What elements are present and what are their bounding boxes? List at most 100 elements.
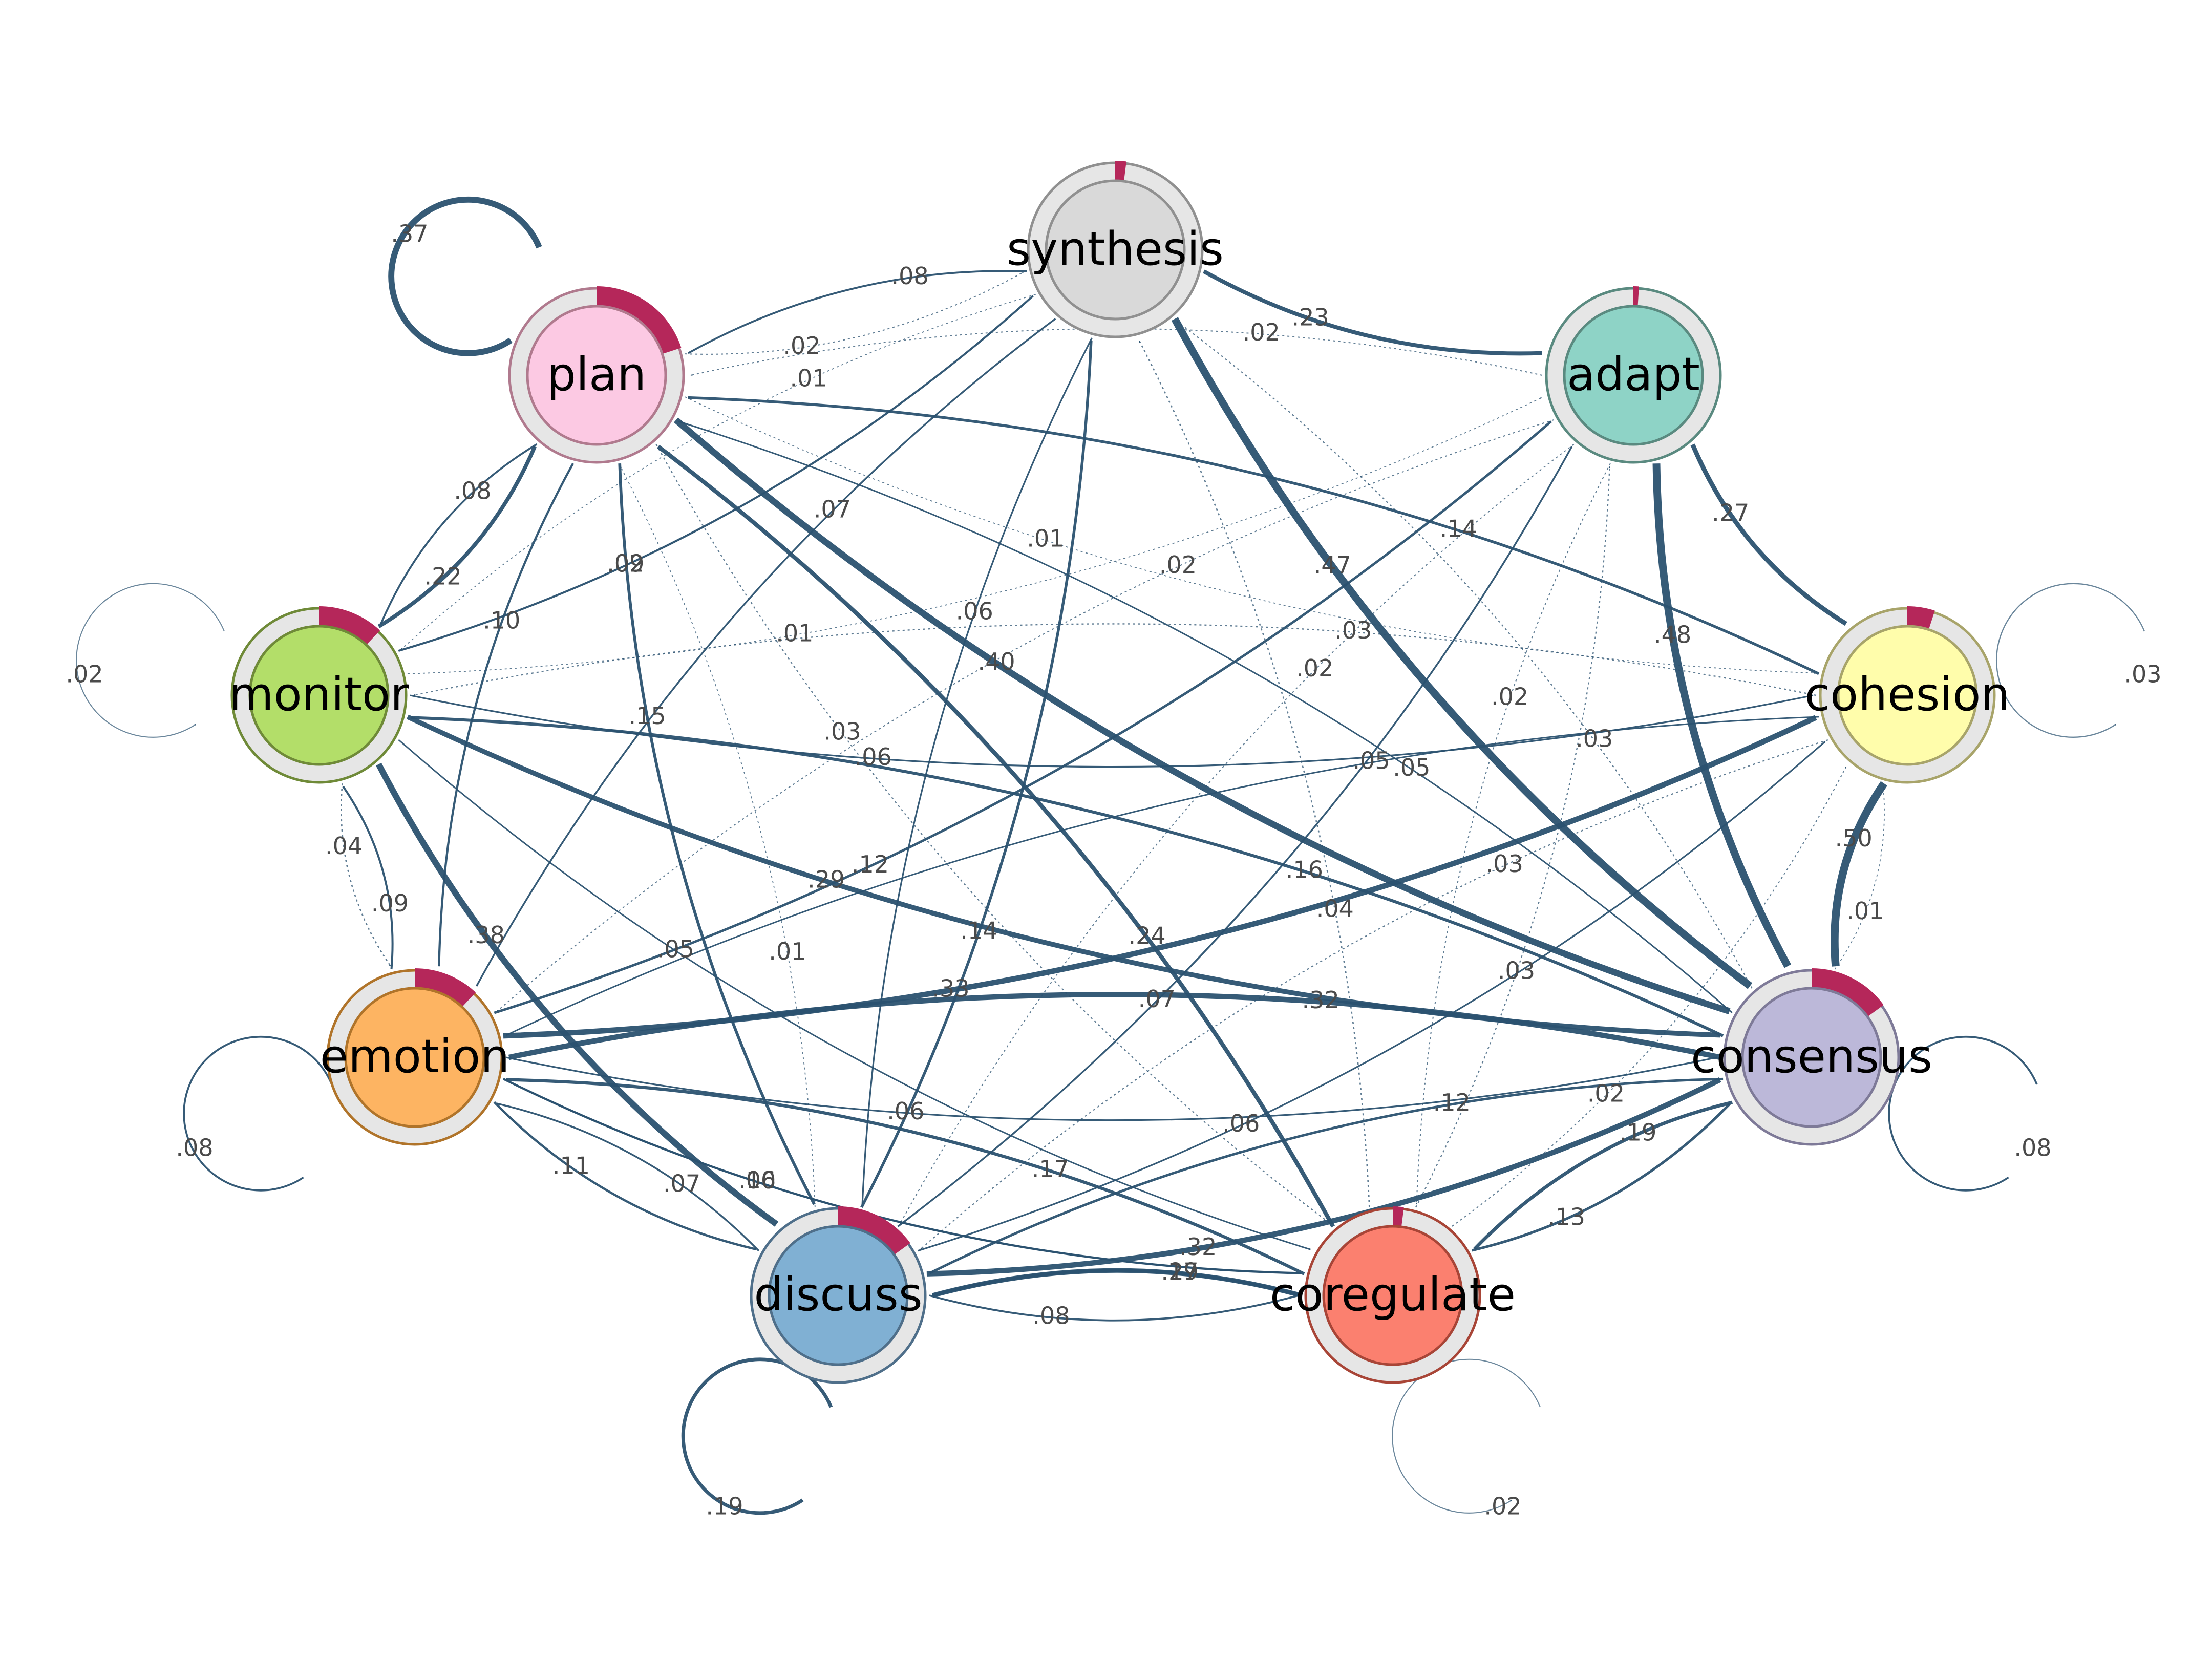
edge-label-monitor-to-synthesis: .09 [607, 550, 644, 578]
edge-label-plan-to-synthesis: .02 [783, 332, 820, 359]
edge-coregulate-to-emotion [506, 1078, 1305, 1275]
edge-label-emotion-to-consensus: .06 [887, 1097, 924, 1125]
node-consensus[interactable]: consensus [1691, 968, 1932, 1146]
edge-label-consensus-to-synthesis: .03 [1576, 725, 1613, 753]
node-emotion[interactable]: emotion [320, 968, 510, 1146]
node-discuss[interactable]: discuss [750, 1206, 927, 1384]
self-loop-label-plan: .37 [391, 220, 428, 248]
edge-label-plan-to-cohesion: .01 [1027, 525, 1064, 552]
edge-label-adapt-to-plan: .02 [1243, 318, 1280, 346]
node-core-monitor [248, 625, 390, 766]
node-label-synthesis: synthesis [1007, 222, 1224, 276]
edge-label-coregulate-to-discuss: .27 [1161, 1258, 1198, 1285]
edge-label-adapt-to-consensus: .48 [1654, 621, 1691, 649]
edge-label-monitor-to-adapt: .01 [776, 620, 813, 647]
self-loop-plan [388, 196, 542, 356]
edge-label-emotion-to-cohesion: .33 [932, 974, 969, 1002]
edge-labels-layer: .08.02.02.23.14.01.01.03.03.40.14.27.22.… [66, 220, 2161, 1520]
edge-consensus-to-discuss [929, 1077, 1724, 1274]
edge-label-coregulate-to-plan: .24 [1128, 922, 1165, 949]
edge-label-cohesion-to-plan: .14 [1440, 515, 1477, 542]
edge-emotion-to-monitor [342, 785, 394, 970]
edge-label-discuss-to-cohesion: .06 [1222, 1110, 1260, 1137]
edge-label-cohesion-to-emotion: .05 [1352, 747, 1390, 775]
node-pie-discuss [838, 1206, 910, 1256]
edge-label-adapt-to-emotion: .02 [1159, 551, 1197, 579]
node-cohesion[interactable]: cohesion [1805, 606, 2010, 784]
edge-label-cohesion-to-discuss: .03 [1486, 850, 1523, 878]
node-pie-cohesion [1907, 606, 1935, 630]
edge-label-cohesion-to-consensus: .50 [1835, 824, 1873, 852]
self-loop-discuss [681, 1357, 833, 1515]
edge-plan-to-cohesion [685, 396, 1816, 674]
edge-label-discuss-to-plan: .01 [769, 938, 806, 965]
edge-label-consensus-to-emotion: .32 [1302, 986, 1339, 1014]
self-loop-cohesion [1995, 583, 2145, 738]
edge-label-coregulate-to-consensus: .13 [1548, 1203, 1585, 1231]
edge-coregulate-to-plan [656, 444, 1335, 1228]
edge-label-consensus-to-discuss: .12 [1433, 1089, 1471, 1116]
edge-label-coregulate-to-cohesion: .02 [1587, 1079, 1625, 1107]
node-coregulate[interactable]: coregulate [1270, 1206, 1516, 1384]
self-loop-monitor [76, 583, 225, 738]
edge-adapt-to-plan [690, 328, 1543, 376]
edge-discuss-to-synthesis [860, 341, 1093, 1208]
node-pie-consensus [1811, 968, 1884, 1017]
self-loop-coregulate [1392, 1358, 1541, 1514]
node-synthesis[interactable]: synthesis [1007, 161, 1224, 338]
node-adapt[interactable]: adapt [1545, 286, 1722, 464]
edge-adapt-to-emotion [496, 419, 1554, 1012]
edge-label-plan-to-monitor: .08 [454, 477, 491, 504]
node-core-plan [526, 305, 667, 446]
edge-label-synthesis-to-consensus: .47 [1314, 551, 1351, 579]
edge-discuss-to-cohesion [917, 740, 1826, 1252]
edge-consensus-to-synthesis [1176, 321, 1753, 989]
edge-label-monitor-to-emotion: .04 [325, 832, 363, 860]
edge-coregulate-to-synthesis [1139, 341, 1370, 1208]
self-loop-emotion [183, 1035, 333, 1192]
self-loops-layer [76, 196, 2145, 1515]
edge-monitor-to-synthesis [398, 295, 1034, 652]
edge-label-emotion-to-monitor: .09 [371, 889, 409, 917]
edge-label-synthesis-to-monitor: .01 [790, 364, 827, 392]
edge-label-plan-to-coregulate: .03 [823, 718, 861, 746]
edge-label-plan-to-emotion: .10 [483, 606, 520, 634]
edge-adapt-to-consensus [1652, 463, 1792, 968]
edge-label-synthesis-to-plan: .08 [891, 262, 928, 290]
node-pie-synthesis [1115, 161, 1126, 182]
edge-label-adapt-to-cohesion: .27 [1712, 499, 1749, 527]
edge-label-discuss-to-emotion: .07 [663, 1169, 700, 1197]
edge-label-coregulate-to-adapt: .03 [1498, 957, 1535, 985]
edge-synthesis-to-adapt [1203, 269, 1542, 356]
node-label-plan: plan [547, 348, 646, 401]
node-monitor[interactable]: monitor [229, 606, 409, 784]
self-loop-label-discuss: .19 [706, 1493, 743, 1520]
edge-label-emotion-to-coregulate: .10 [738, 1166, 776, 1194]
node-plan[interactable]: plan [508, 286, 685, 464]
edge-label-monitor-to-cohesion: .06 [855, 743, 892, 771]
node-label-coregulate: coregulate [1270, 1268, 1516, 1322]
self-loop-label-emotion: .08 [176, 1134, 213, 1162]
edge-consensus-to-emotion [508, 992, 1721, 1060]
edge-label-adapt-to-discuss: .02 [1296, 654, 1333, 682]
edge-plan-to-coregulate [655, 444, 1332, 1225]
edge-label-plan-to-consensus: .40 [978, 648, 1015, 675]
edge-label-cohesion-to-monitor: .03 [1334, 616, 1372, 644]
node-label-cohesion: cohesion [1805, 668, 2010, 721]
edge-coregulate-to-adapt [1415, 466, 1611, 1208]
edge-cohesion-to-emotion [506, 716, 1819, 1036]
edge-synthesis-to-discuss [861, 337, 1093, 1205]
edge-label-adapt-to-coregulate: .02 [1491, 683, 1528, 710]
edge-emotion-to-coregulate [503, 1078, 1302, 1274]
edge-discuss-to-adapt [897, 446, 1573, 1227]
edge-label-coregulate-to-synthesis: .04 [1316, 895, 1354, 922]
edge-emotion-to-consensus [505, 1056, 1718, 1121]
node-label-adapt: adapt [1567, 348, 1700, 401]
edge-monitor-to-discuss [376, 762, 779, 1227]
edge-monitor-to-adapt [407, 397, 1542, 674]
edge-label-discuss-to-consensus: .32 [1179, 1233, 1217, 1261]
edge-label-emotion-to-coregulate: .06 [738, 1166, 776, 1194]
node-core-synthesis [1045, 179, 1186, 321]
edge-plan-to-synthesis [685, 271, 1024, 355]
